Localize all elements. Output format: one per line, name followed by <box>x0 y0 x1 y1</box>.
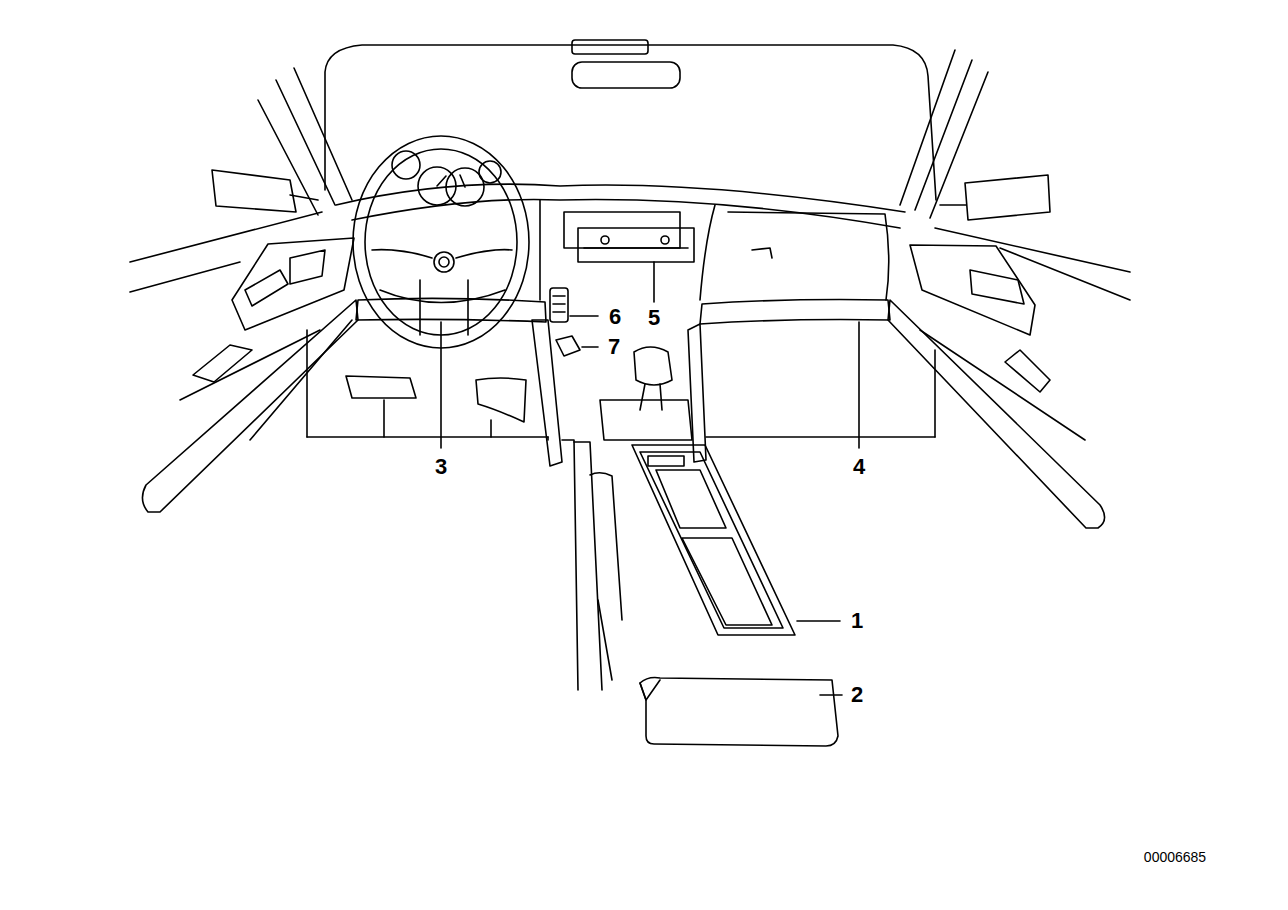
callout-number: 3 <box>433 455 449 479</box>
callout-number: 6 <box>607 305 623 329</box>
callout-number: 7 <box>606 335 622 359</box>
callout-number: 2 <box>849 683 865 707</box>
callout-number: 4 <box>851 455 867 479</box>
callout-number: 1 <box>849 609 865 633</box>
drawing-number: 00006685 <box>1142 849 1208 865</box>
callout-number: 5 <box>646 306 662 330</box>
